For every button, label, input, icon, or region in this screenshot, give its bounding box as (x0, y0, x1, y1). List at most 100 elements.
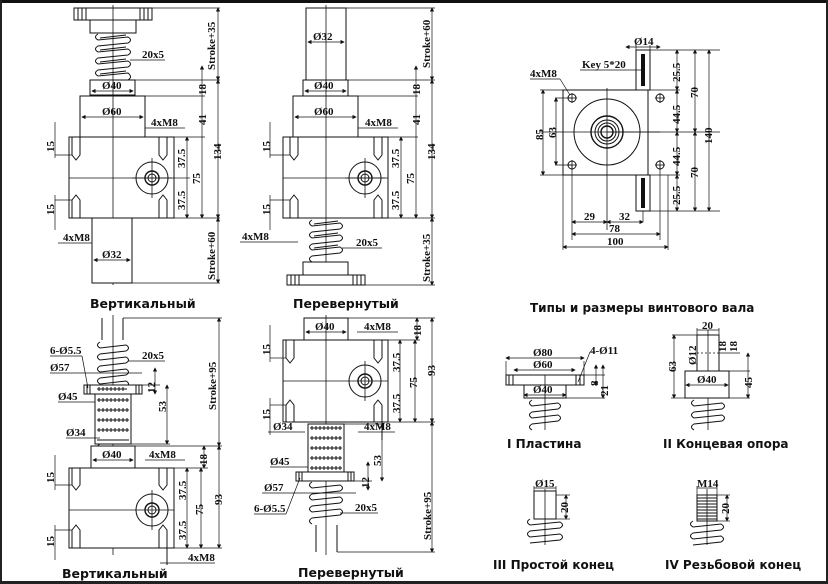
sheet-border (826, 0, 828, 584)
dim-15a: 15 (45, 141, 57, 153)
dim-stroke: Stroke+95 (207, 361, 219, 410)
dim-41: 41 (411, 114, 423, 125)
dim-stroke-lower: Stroke+60 (206, 231, 218, 280)
dim-thread: 20x5 (142, 350, 165, 362)
shaft-type-4-threaded-end: M14 20 (690, 478, 732, 546)
dim-29: 29 (584, 211, 596, 223)
shaft-type-1-plate: Ø80 Ø60 Ø40 4-Ø11 8 21 (505, 345, 618, 431)
dim-37-5a: 37.5 (390, 148, 402, 168)
dim-holes-bottom: 4xM8 (364, 421, 391, 433)
dim-holes: 4xM8 (530, 68, 557, 80)
dim-d15: Ø15 (535, 478, 555, 490)
protective-tube (91, 217, 133, 284)
dim-75: 75 (191, 173, 203, 185)
dim-15b: 15 (261, 204, 273, 216)
dim-37-5a: 37.5 (177, 480, 189, 500)
dim-41: 41 (197, 114, 209, 125)
dim-18: 18 (198, 454, 210, 466)
dim-holes-bottom: 4xM8 (188, 552, 215, 564)
caption-type-3: III Простой конец (493, 558, 615, 572)
dim-140: 140 (703, 127, 715, 144)
dim-thread: 20x5 (142, 49, 165, 61)
dim-85: 85 (534, 129, 546, 141)
dim-75: 75 (408, 377, 420, 389)
dim-d12: Ø12 (687, 345, 699, 365)
dim-70a: 70 (689, 87, 701, 99)
screw-thread (691, 399, 725, 431)
caption-inverted-top: Перевернутый (293, 296, 399, 311)
dim-15b: 15 (45, 536, 57, 548)
dim-holes-top: 4xM8 (151, 117, 178, 129)
screw-thread (309, 481, 343, 525)
dim-21: 21 (599, 385, 611, 396)
dim-stroke-lower: Stroke+35 (421, 233, 433, 282)
gearbox-plan (562, 89, 649, 176)
dim-32: 32 (619, 211, 631, 223)
screw-thread (527, 518, 563, 544)
dim-100: 100 (607, 236, 624, 248)
dim-holes-nut: 6-Ø5.5 (254, 503, 286, 515)
dim-d57: Ø57 (264, 482, 284, 494)
dim-18a: 18 (717, 341, 729, 353)
dim-18: 18 (197, 84, 209, 96)
dim-45: 45 (743, 377, 755, 389)
dim-stroke: Stroke+95 (422, 491, 434, 540)
dim-44-5a: 44.5 (671, 104, 683, 124)
dim-d32: Ø32 (313, 31, 333, 43)
dim-d40: Ø40 (697, 374, 717, 386)
bolt-holes (285, 340, 383, 440)
dim-d40: Ø40 (315, 321, 335, 333)
dim-44-5b: 44.5 (671, 146, 683, 166)
view-inverted-bottom: Ø40 4xM8 Ø34 4xM8 (254, 315, 438, 555)
dim-stroke-upper: Stroke+60 (421, 19, 433, 68)
dim-d60: Ø60 (533, 359, 553, 371)
caption-type-4: IV Резьбовой конец (665, 558, 802, 572)
dim-d40: Ø40 (533, 384, 553, 396)
nut-body (94, 393, 132, 445)
dim-key: Key 5*20 (582, 59, 626, 71)
dim-d45: Ø45 (58, 391, 78, 403)
dim-d57: Ø57 (50, 362, 70, 374)
dim-w20: 20 (702, 320, 714, 332)
caption-inverted-bottom: Перевернутый (298, 565, 404, 580)
dim-25-5b: 25.5 (671, 185, 683, 205)
sheet-border (0, 581, 828, 584)
dim-15a: 15 (261, 344, 273, 356)
gearbox-body (68, 467, 175, 549)
dim-134: 134 (426, 143, 438, 160)
dim-thread: 20x5 (355, 502, 378, 514)
dim-holes-nut: 6-Ø5.5 (50, 345, 82, 357)
dim-12: 12 (360, 477, 372, 489)
shaft-types-title: Типы и размеры винтового вала (530, 301, 755, 315)
dim-holes-bottom: 4xM8 (63, 232, 90, 244)
caption-vertical-top: Вертикальный (90, 296, 196, 311)
dim-18b: 18 (728, 341, 740, 353)
dim-37-5a: 37.5 (176, 148, 188, 168)
dim-d32: Ø32 (102, 249, 122, 261)
dim-d34: Ø34 (273, 421, 293, 433)
dim-holes-top: 4xM8 (365, 117, 392, 129)
gearbox-body (68, 136, 175, 219)
dim-75: 75 (405, 173, 417, 185)
dim-8: 8 (589, 380, 601, 386)
screw-thread (309, 219, 343, 263)
dim-m14: M14 (697, 478, 719, 490)
screw-thread (690, 520, 724, 546)
dim-18: 18 (412, 325, 424, 337)
dim-stroke-upper: Stroke+35 (206, 21, 218, 70)
dim-d34: Ø34 (66, 427, 86, 439)
dim-holes: 4-Ø11 (590, 345, 618, 357)
view-plan: Ø14 Key 5*20 4xM8 25.5 44.5 44.5 25.5 70… (530, 36, 720, 250)
view-vertical-bottom: 20x5 6-Ø5.5 Ø57 Ø45 Ø34 12 53 Ø40 4xM8 (45, 315, 225, 565)
dim-d60: Ø60 (102, 106, 122, 118)
dim-d40: Ø40 (102, 80, 122, 92)
shaft-type-2-end-support: 20 63 Ø12 18 18 45 Ø40 (667, 320, 755, 431)
dim-15a: 15 (45, 472, 57, 484)
dim-h20: 20 (720, 503, 732, 515)
bottom-plate (286, 274, 366, 286)
nut-flange (295, 471, 355, 482)
dim-53: 53 (372, 455, 384, 467)
dim-37-5b: 37.5 (390, 190, 402, 210)
dim-63: 63 (547, 127, 559, 139)
